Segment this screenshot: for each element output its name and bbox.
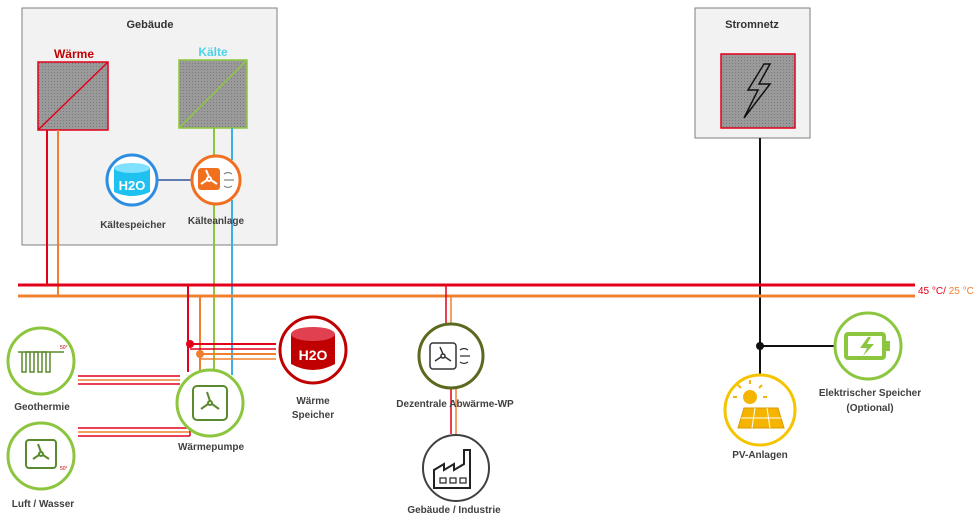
cold-storage-icon-text: H2O <box>119 178 146 193</box>
battery-storage-label-1: Elektrischer Speicher <box>819 388 921 399</box>
heat-storage-label-1: Wärme <box>296 396 330 407</box>
heat-pump-fan-icon <box>200 391 220 410</box>
air-water-node: 50° <box>6 421 76 491</box>
air-fan-icon <box>32 443 50 460</box>
battery-storage-label-2: (Optional) <box>846 403 893 414</box>
heat-pump-node <box>175 368 245 438</box>
pv-label: PV-Anlagen <box>732 450 788 461</box>
chiller-label: Kälteanlage <box>188 216 245 227</box>
air-water-label: Luft / Wasser <box>12 499 75 510</box>
heat-label: Wärme <box>54 47 94 61</box>
svg-text:50°: 50° <box>60 466 68 472</box>
grid-title: Stromnetz <box>725 19 779 31</box>
cooling-exchanger <box>178 59 248 129</box>
lightning-icon <box>720 53 796 129</box>
industry-label: Gebäude / Industrie <box>407 505 501 516</box>
heat-storage-label-2: Speicher <box>292 410 334 421</box>
temperature-label: 45 °C/ 25 °C <box>918 286 974 297</box>
pv-node <box>723 373 797 447</box>
geothermal-label: Geothermie <box>14 402 70 413</box>
decentral-heat-pump-label: Dezentrale Abwärme-WP <box>396 399 514 410</box>
chiller-node <box>190 154 242 206</box>
svg-text:50°: 50° <box>60 345 68 351</box>
heat-pump-label: Wärmepumpe <box>178 442 245 453</box>
cold-label: Kälte <box>198 45 228 59</box>
cold-storage-node: H2O <box>105 153 159 207</box>
geothermal-node: 50° <box>6 326 76 396</box>
battery-storage-node <box>833 311 903 381</box>
heat-storage-node: H2O <box>278 315 348 385</box>
heating-exchanger <box>37 61 109 131</box>
decentral-fan-icon <box>434 346 452 362</box>
building-title: Gebäude <box>126 19 173 31</box>
industry-node <box>422 434 490 502</box>
decentral-heat-pump-node <box>417 322 485 390</box>
fan-icon <box>200 169 218 185</box>
heat-storage-icon-text: H2O <box>299 347 328 363</box>
cold-storage-label: Kältespeicher <box>100 220 166 231</box>
